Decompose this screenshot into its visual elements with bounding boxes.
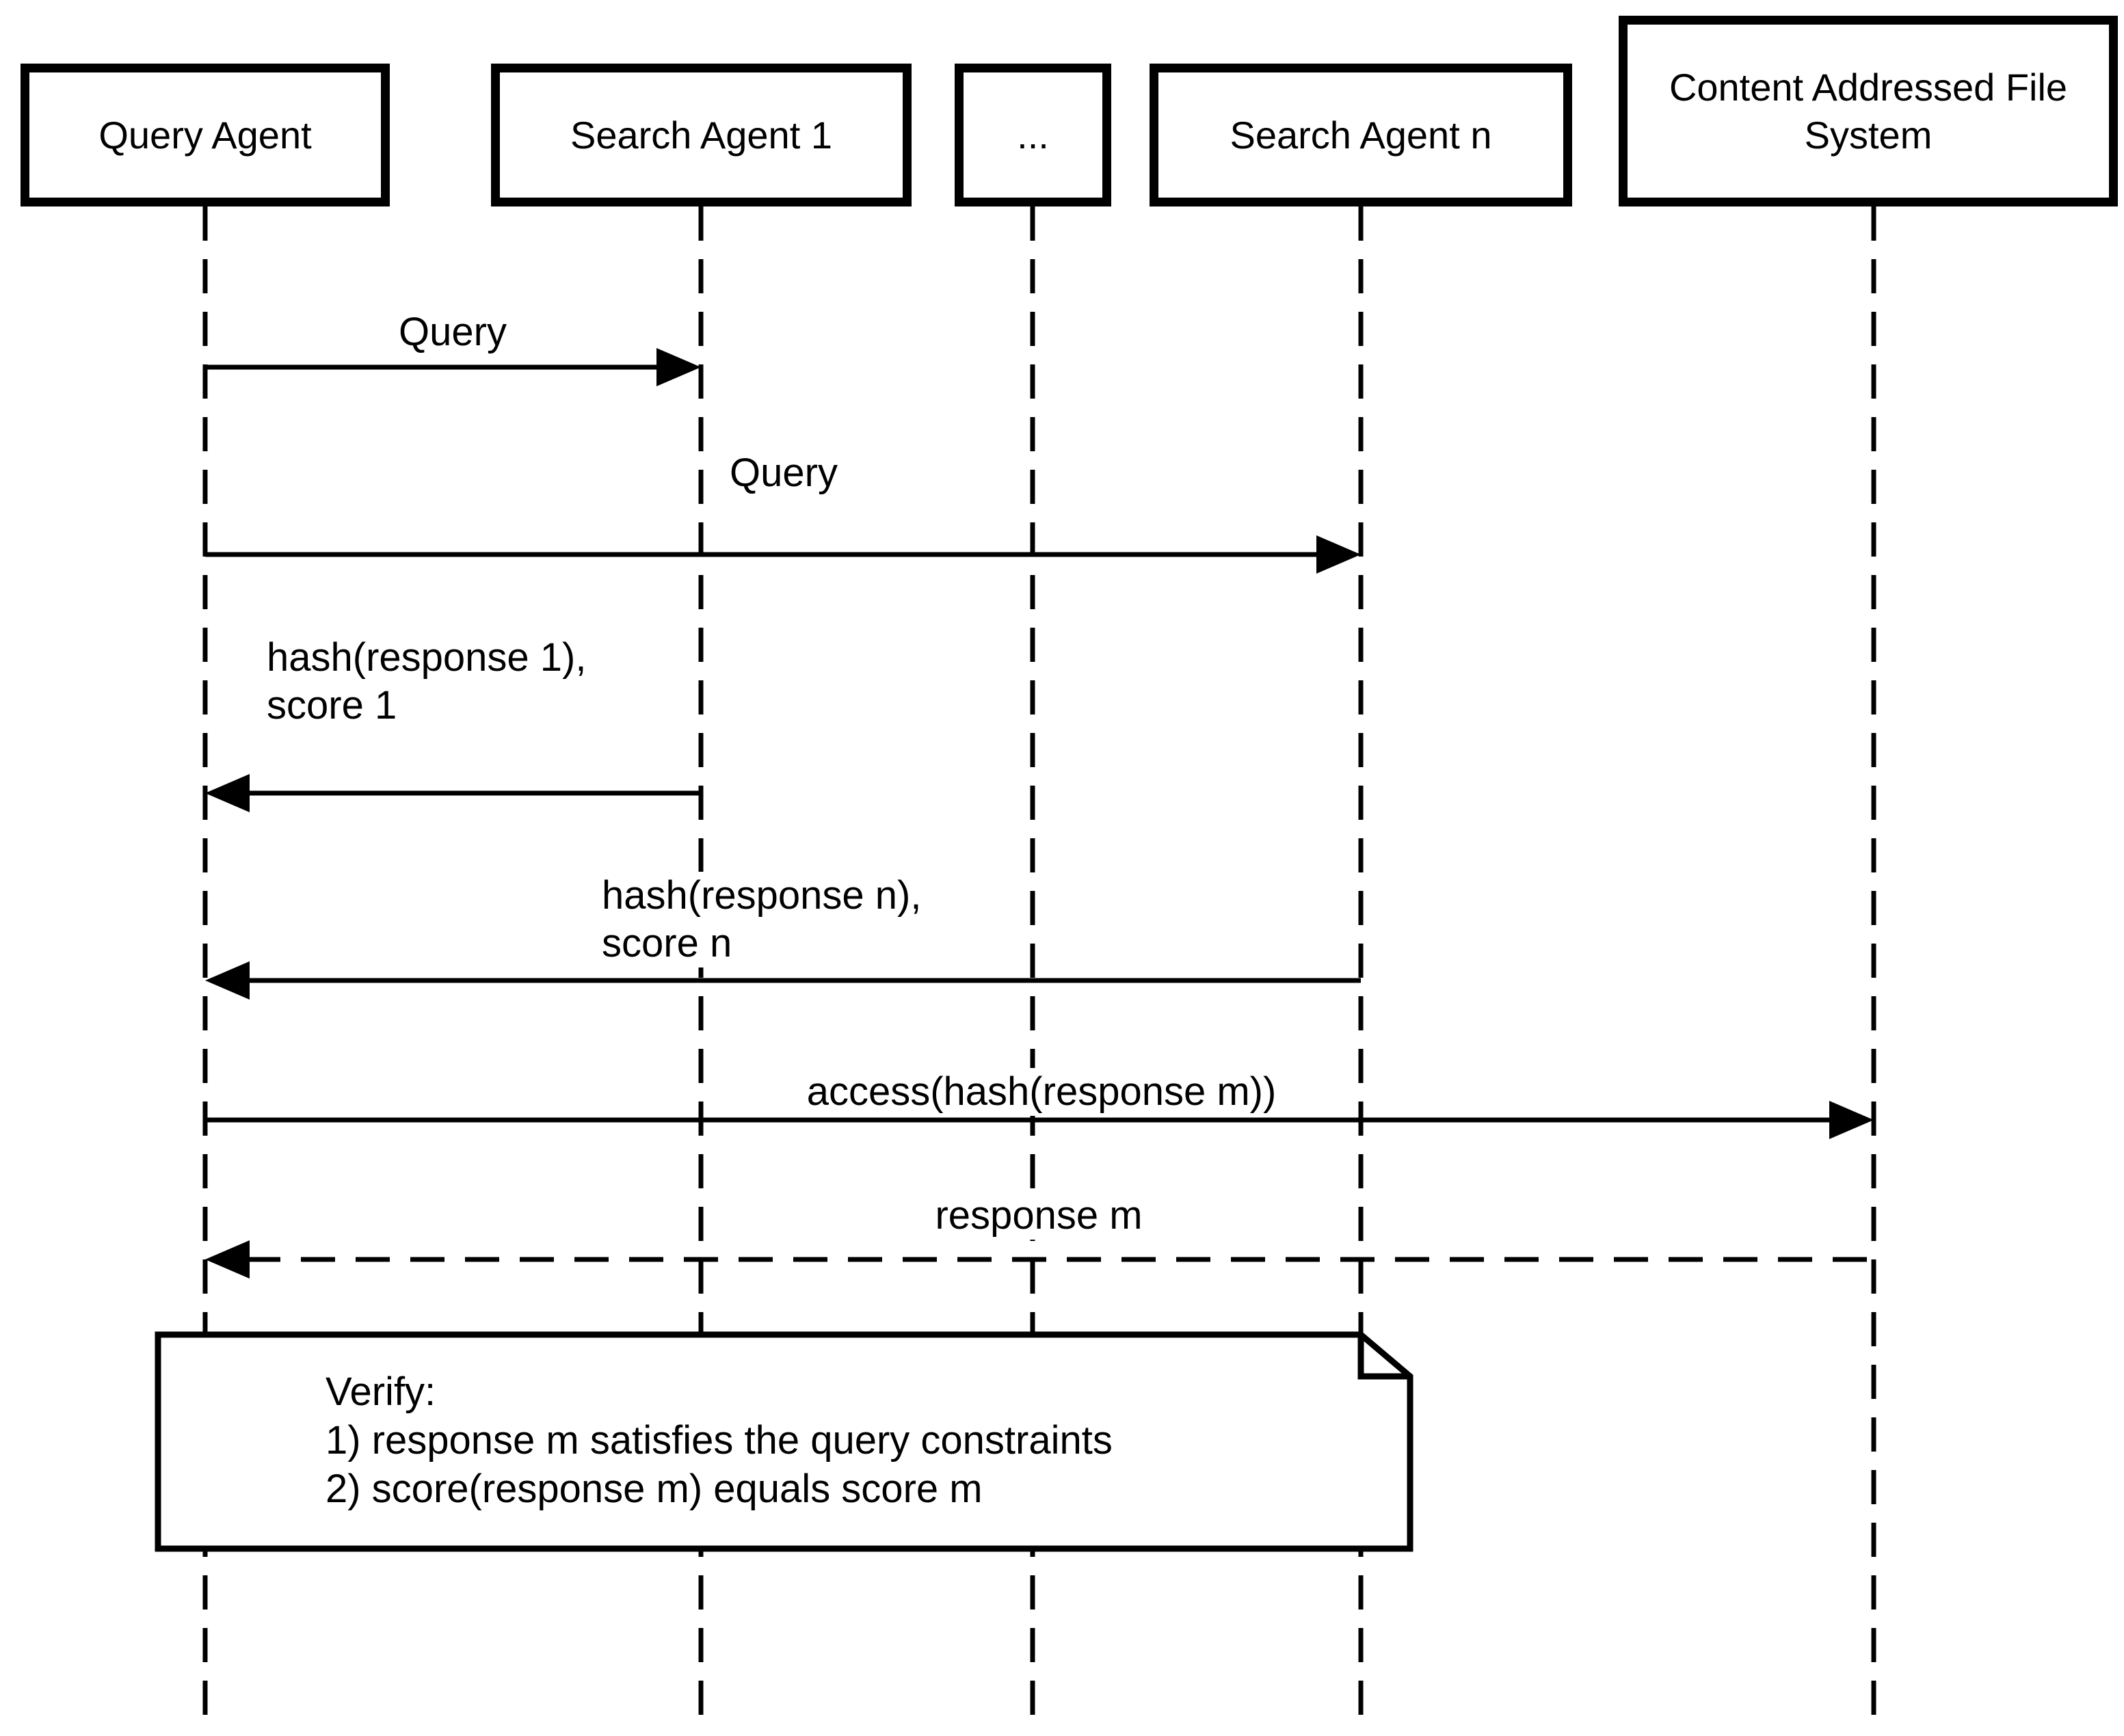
actor-label: Content Addressed File System bbox=[1669, 65, 2068, 157]
actor-box-search-agent-n: Search Agent n bbox=[1150, 64, 1572, 206]
note-fold-icon bbox=[1357, 1335, 1410, 1380]
note-line: Verify: bbox=[326, 1370, 436, 1414]
message-label-hash-response-1: hash(response 1), score 1 bbox=[260, 634, 594, 730]
actor-box-ellipsis: ... bbox=[955, 64, 1111, 206]
actor-label: Search Agent 1 bbox=[570, 113, 832, 157]
message-label-response-m: response m bbox=[928, 1192, 1150, 1240]
message-label-line: hash(response 1), bbox=[267, 635, 587, 680]
arrowhead-left-icon bbox=[205, 774, 250, 812]
message-label-line: score 1 bbox=[267, 683, 397, 727]
note-line: 1) response m satisfies the query constr… bbox=[326, 1418, 1113, 1463]
actor-box-query-agent: Query Agent bbox=[21, 64, 390, 206]
actor-label: Search Agent n bbox=[1230, 113, 1492, 157]
note-shape bbox=[155, 1331, 1413, 1552]
message-label-line: score n bbox=[602, 921, 732, 965]
arrowhead-right-icon bbox=[656, 348, 701, 386]
arrowhead-right-icon bbox=[1316, 535, 1361, 574]
actor-box-content-addressed-file-system: Content Addressed File System bbox=[1619, 16, 2118, 206]
note-verify: Verify: 1) response m satisfies the quer… bbox=[326, 1367, 1113, 1513]
message-label-query-1: Query bbox=[392, 308, 514, 356]
message-label-hash-response-n: hash(response n), score n bbox=[595, 872, 929, 967]
note-line: 2) score(response m) equals score m bbox=[326, 1467, 983, 1511]
arrowhead-left-icon bbox=[205, 1240, 250, 1279]
actor-label: Query Agent bbox=[98, 113, 312, 157]
message-label-line: hash(response n), bbox=[602, 873, 922, 918]
message-label-query-n: Query bbox=[723, 449, 845, 497]
actor-box-search-agent-1: Search Agent 1 bbox=[491, 64, 912, 206]
arrowhead-right-icon bbox=[1829, 1101, 1874, 1139]
arrowhead-left-icon bbox=[205, 961, 250, 1000]
message-label-access-hash: access(hash(response m)) bbox=[799, 1068, 1284, 1116]
actor-label: ... bbox=[1017, 113, 1049, 157]
